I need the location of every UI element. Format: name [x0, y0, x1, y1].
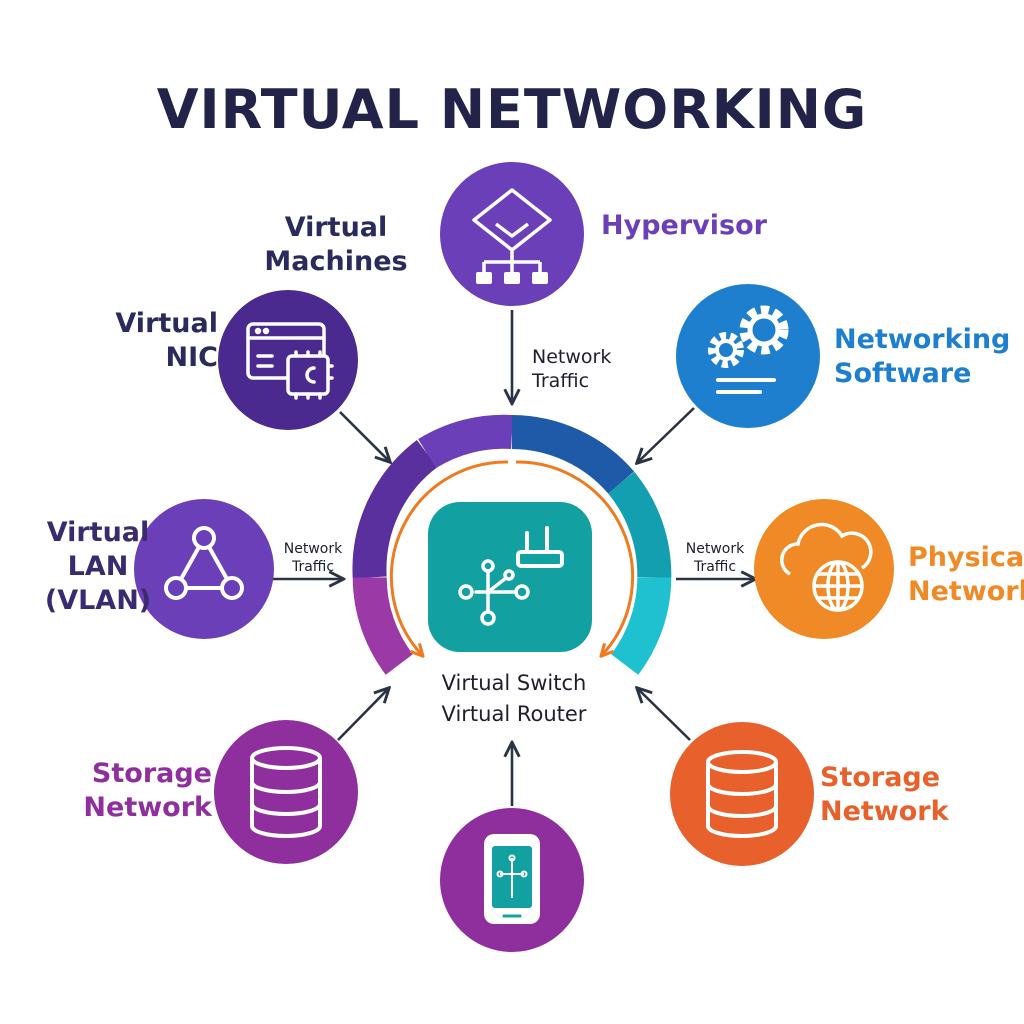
label-storage-network-right: Storage Network — [820, 762, 949, 827]
label-virtual-nic: Virtual NIC — [115, 308, 218, 373]
ring-segment-left — [352, 440, 438, 579]
network-card-icon — [246, 322, 334, 400]
hypervisor-icon — [472, 188, 552, 272]
virtual-switch-box — [428, 502, 592, 652]
arrow-storage-right — [638, 689, 691, 741]
network-traffic-label-right: Network Traffic — [685, 541, 745, 575]
network-traffic-label-left: Network Traffic — [283, 541, 343, 575]
ring-segment-top-right — [511, 415, 635, 494]
center-label: Virtual Switch Virtual Router — [441, 671, 587, 726]
gears-icon — [708, 305, 789, 394]
ring-segment-right — [607, 471, 672, 578]
database-icon — [706, 750, 778, 838]
storage-network-left-node — [214, 720, 358, 864]
label-networking-software: Networking Software — [834, 324, 1011, 389]
label-physical-network: Physical Network — [908, 542, 1024, 607]
ring-segment-top-left — [418, 414, 513, 469]
arrow-storage-left — [337, 689, 388, 741]
inner-arc-right — [515, 460, 635, 654]
inner-flow-arrows — [389, 460, 635, 654]
ring-segment-lower-left — [352, 576, 414, 675]
label-virtual-lan: Virtual LAN (VLAN) — [44, 517, 152, 616]
cloud-globe-icon — [780, 522, 873, 612]
label-storage-network-left: Storage Network — [83, 758, 212, 823]
inner-arc-left — [389, 460, 509, 654]
router-icon — [516, 526, 564, 568]
mobile-phone-icon — [484, 834, 540, 924]
database-icon — [250, 746, 322, 838]
ring-segment-lower-right — [610, 576, 672, 675]
virtual-lan-node — [134, 499, 274, 639]
label-hypervisor: Hypervisor — [601, 210, 767, 241]
arrow-networking-software — [638, 407, 695, 462]
connector-arrows — [272, 310, 754, 806]
physical-network-node — [754, 499, 894, 639]
hypervisor-node — [440, 162, 584, 306]
triangle-network-icon — [164, 526, 244, 600]
page-title: VIRTUAL NETWORKING — [156, 78, 868, 141]
mobile-device-node — [440, 808, 584, 952]
network-topology-icon — [458, 559, 530, 626]
central-ring — [352, 414, 672, 675]
label-virtual-machines: Virtual Machines — [264, 212, 408, 277]
arrow-virtual-nic — [339, 411, 389, 461]
virtual-nic-node — [218, 290, 358, 430]
storage-network-right-node — [670, 722, 814, 866]
networking-software-node — [676, 284, 820, 428]
network-traffic-label-top: Network Traffic — [532, 346, 612, 392]
